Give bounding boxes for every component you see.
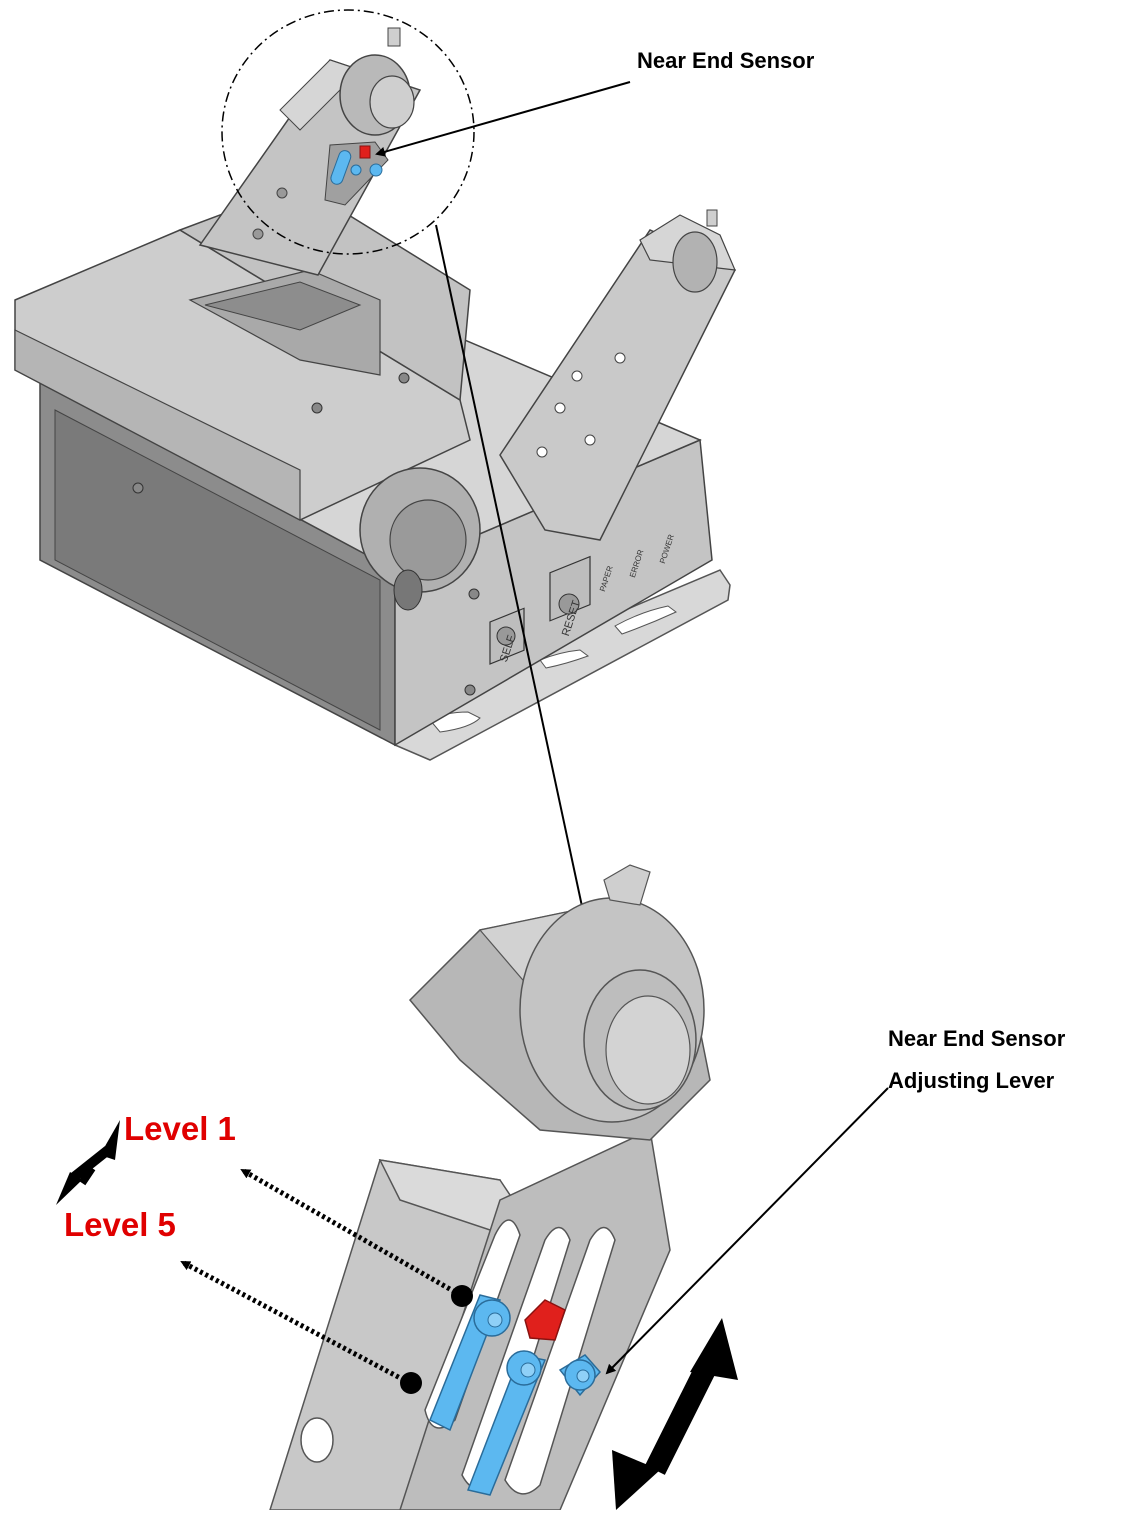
detail-circle xyxy=(221,9,475,255)
right-paper-arm xyxy=(499,209,737,541)
printer-body xyxy=(14,184,731,761)
left-paper-arm xyxy=(198,27,422,276)
near-end-sensor-leader xyxy=(375,81,631,157)
adjusting-lever-leader xyxy=(605,1087,889,1375)
level-1-pointer xyxy=(240,1167,457,1295)
level-1-dot xyxy=(451,1285,473,1307)
zoom-arrow xyxy=(435,224,590,927)
level-markers xyxy=(56,1120,473,1394)
adjusting-lever-label-line2: Adjusting Lever xyxy=(888,1068,1055,1093)
adjust-direction-arrow xyxy=(612,1318,738,1510)
level-5-label: Level 5 xyxy=(64,1206,176,1243)
adjusting-lever-label-line1: Near End Sensor xyxy=(888,1026,1066,1051)
near-end-sensor-label: Near End Sensor xyxy=(637,48,815,73)
level-1-label: Level 1 xyxy=(124,1110,236,1147)
level-range-arrow xyxy=(78,1165,96,1186)
level-5-dot xyxy=(400,1372,422,1394)
detail-arm xyxy=(268,864,711,1511)
